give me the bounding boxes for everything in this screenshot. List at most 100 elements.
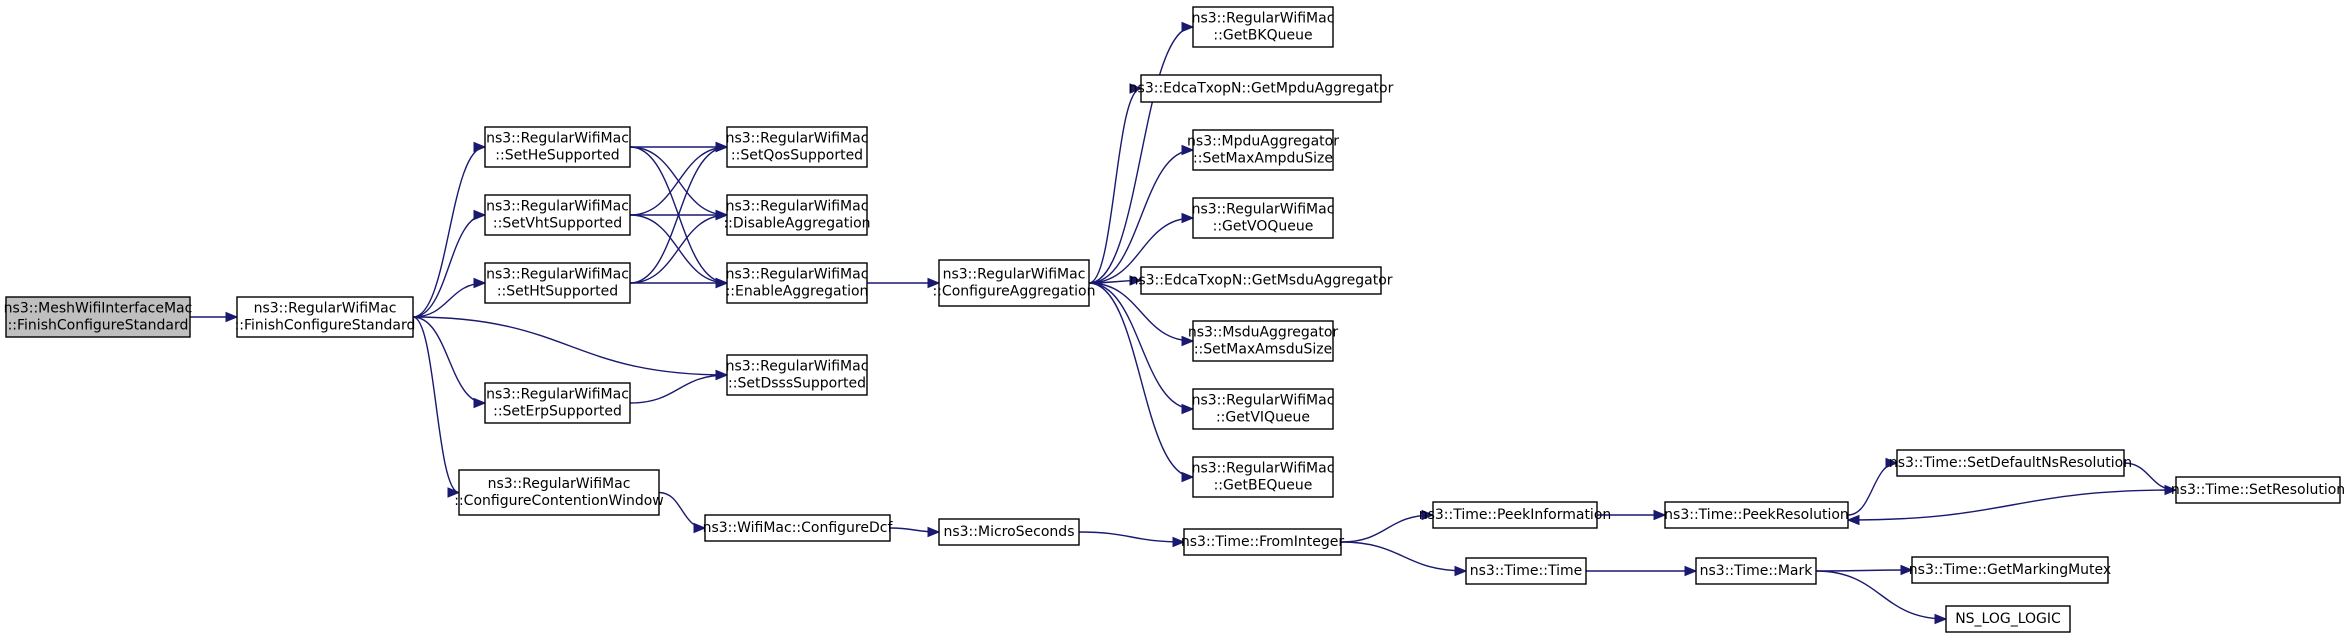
- node-set-max-amsdu[interactable]: ns3::MsduAggregator::SetMaxAmsduSize: [1188, 320, 1339, 362]
- node-box: [1192, 197, 1334, 239]
- edge-arrowhead: [1846, 514, 1860, 526]
- edge-arrowhead: [1421, 509, 1435, 521]
- node-box: [5, 296, 191, 338]
- node-set-default-ns[interactable]: ns3::Time::SetDefaultNsResolution: [1889, 449, 2132, 477]
- edge-arrowhead: [715, 369, 729, 381]
- node-set-he[interactable]: ns3::RegularWifiMac::SetHeSupported: [484, 126, 631, 168]
- node-enable-agg[interactable]: ns3::RegularWifiMac::EnableAggregation: [726, 262, 869, 304]
- node-box: [1183, 528, 1342, 556]
- edge-line: [629, 146, 728, 216]
- edge-set-vht-to-enable-agg: [629, 214, 729, 289]
- node-label-line: ::GetBEQueue: [1214, 478, 1313, 494]
- node-label-line: ns3::RegularWifiMac: [488, 476, 631, 492]
- node-set-max-ampdu[interactable]: ns3::MpduAggregator::SetMaxAmpduSize: [1187, 129, 1339, 171]
- edge-set-res-to-peek-res: [1846, 489, 2177, 526]
- node-box: [1140, 266, 1382, 295]
- node-set-qos[interactable]: ns3::RegularWifiMac::SetQosSupported: [726, 126, 869, 168]
- node-box: [1465, 557, 1587, 585]
- node-box: [1192, 456, 1334, 498]
- edge-arrowhead: [927, 526, 941, 538]
- node-set-ht[interactable]: ns3::RegularWifiMac::SetHtSupported: [484, 262, 631, 304]
- node-get-be[interactable]: ns3::RegularWifiMac::GetBEQueue: [1192, 456, 1335, 498]
- node-get-msdu-agg[interactable]: ns3::EdcaTxopN::GetMsduAggregator: [1129, 266, 1393, 295]
- edge-arrowhead: [1181, 21, 1195, 33]
- edge-arrowhead: [1172, 536, 1186, 548]
- node-get-vo[interactable]: ns3::RegularWifiMac::GetVOQueue: [1192, 197, 1335, 239]
- edge-reg-finish-to-set-erp: [412, 316, 487, 409]
- node-conf-agg[interactable]: ns3::RegularWifiMac::ConfigureAggregatio…: [933, 259, 1096, 307]
- edge-reg-finish-to-conf-cw: [412, 316, 461, 498]
- node-label-line: ns3::EdcaTxopN::GetMsduAggregator: [1129, 273, 1392, 289]
- node-box: [1192, 129, 1334, 171]
- node-get-mpdu-agg[interactable]: ns3::EdcaTxopN::GetMpduAggregator: [1129, 74, 1394, 103]
- node-microseconds[interactable]: ns3::MicroSeconds: [938, 518, 1080, 546]
- node-label-line: ::GetBKQueue: [1213, 28, 1312, 44]
- call-edges: [190, 21, 2178, 625]
- node-box: [458, 469, 660, 516]
- node-peek-res[interactable]: ns3::Time::PeekResolution: [1664, 501, 1849, 529]
- edge-arrowhead: [447, 487, 461, 498]
- edge-conf-agg-to-get-vo: [1088, 212, 1195, 284]
- node-time-time[interactable]: ns3::Time::Time: [1465, 557, 1587, 585]
- node-label-line: ns3::RegularWifiMac: [486, 199, 629, 215]
- edge-arrowhead: [715, 209, 729, 221]
- edge-line: [412, 316, 460, 494]
- edge-line: [1088, 26, 1194, 284]
- edge-line: [629, 214, 728, 284]
- edge-arrowhead: [1900, 564, 1914, 576]
- node-get-vi[interactable]: ns3::RegularWifiMac::GetVIQueue: [1192, 388, 1335, 430]
- edge-conf-agg-to-get-be: [1088, 282, 1195, 483]
- edge-from-integer-to-time-time: [1340, 541, 1468, 577]
- node-label-line: ::SetErpSupported: [493, 404, 622, 420]
- node-disable-agg[interactable]: ns3::RegularWifiMac::DisableAggregation: [723, 194, 871, 236]
- node-label-line: ::SetHeSupported: [495, 148, 619, 164]
- node-label-line: ns3::MsduAggregator: [1188, 325, 1339, 341]
- node-label-line: ns3::RegularWifiMac: [486, 387, 629, 403]
- node-ns-log-logic[interactable]: NS_LOG_LOGIC: [1945, 605, 2071, 633]
- node-box: [938, 259, 1090, 307]
- node-set-erp[interactable]: ns3::RegularWifiMac::SetErpSupported: [484, 382, 631, 424]
- node-label-line: ns3::RegularWifiMac: [1192, 393, 1335, 409]
- edge-line: [1847, 489, 2177, 521]
- edge-conf-cw-to-conf-dcf: [658, 491, 707, 534]
- edge-line: [1340, 541, 1467, 572]
- edge-peek-info-to-peek-res: [1597, 509, 1667, 521]
- edge-reg-finish-to-set-dsss: [412, 316, 729, 381]
- node-label-line: ns3::RegularWifiMac: [726, 131, 869, 147]
- node-set-res[interactable]: ns3::Time::SetResolution: [2171, 476, 2345, 504]
- edge-conf-agg-to-set-max-ampdu: [1088, 144, 1195, 284]
- edge-arrowhead: [473, 141, 487, 153]
- node-time-mark[interactable]: ns3::Time::Mark: [1695, 557, 1817, 585]
- node-peek-info[interactable]: ns3::Time::PeekInformation: [1419, 501, 1612, 529]
- node-label-line: ::DisableAggregation: [723, 216, 870, 232]
- edge-line: [1815, 569, 1913, 572]
- edge-arrowhead: [1181, 471, 1195, 483]
- node-box: [484, 126, 631, 168]
- node-mesh-finish[interactable]: ns3::MeshWifiInterfaceMac::FinishConfigu…: [4, 296, 193, 338]
- node-conf-dcf[interactable]: ns3::WifiMac::ConfigureDcf: [703, 514, 894, 542]
- edge-arrowhead: [1181, 144, 1195, 156]
- node-reg-finish[interactable]: ns3::RegularWifiMac::FinishConfigureStan…: [235, 296, 416, 338]
- node-label-line: ns3::RegularWifiMac: [1192, 11, 1335, 27]
- node-box: [1192, 320, 1334, 362]
- node-set-vht[interactable]: ns3::RegularWifiMac::SetVhtSupported: [484, 194, 631, 236]
- node-label-line: ns3::Time::SetResolution: [2171, 482, 2345, 498]
- node-set-dsss[interactable]: ns3::RegularWifiMac::SetDsssSupported: [726, 354, 869, 396]
- edge-line: [629, 146, 728, 284]
- edge-microseconds-to-from-integer: [1078, 531, 1186, 548]
- edge-line: [1088, 282, 1194, 478]
- node-get-bk[interactable]: ns3::RegularWifiMac::GetBKQueue: [1192, 6, 1335, 48]
- node-from-integer[interactable]: ns3::Time::FromInteger: [1181, 528, 1344, 556]
- node-label-line: ns3::Time::GetMarkingMutex: [1909, 562, 2111, 578]
- node-box: [1664, 501, 1849, 529]
- node-box: [704, 514, 891, 542]
- node-box: [1192, 388, 1334, 430]
- node-label-line: ::GetVOQueue: [1213, 219, 1314, 235]
- node-get-marking-mutex[interactable]: ns3::Time::GetMarkingMutex: [1909, 556, 2111, 584]
- edge-arrowhead: [1181, 403, 1195, 415]
- edge-arrowhead: [225, 311, 239, 323]
- node-box: [938, 518, 1080, 546]
- node-label-line: ::FinishConfigureStandard: [235, 318, 416, 334]
- node-conf-cw[interactable]: ns3::RegularWifiMac::ConfigureContention…: [454, 469, 664, 516]
- edge-time-mark-to-ns-log-logic: [1815, 570, 1948, 625]
